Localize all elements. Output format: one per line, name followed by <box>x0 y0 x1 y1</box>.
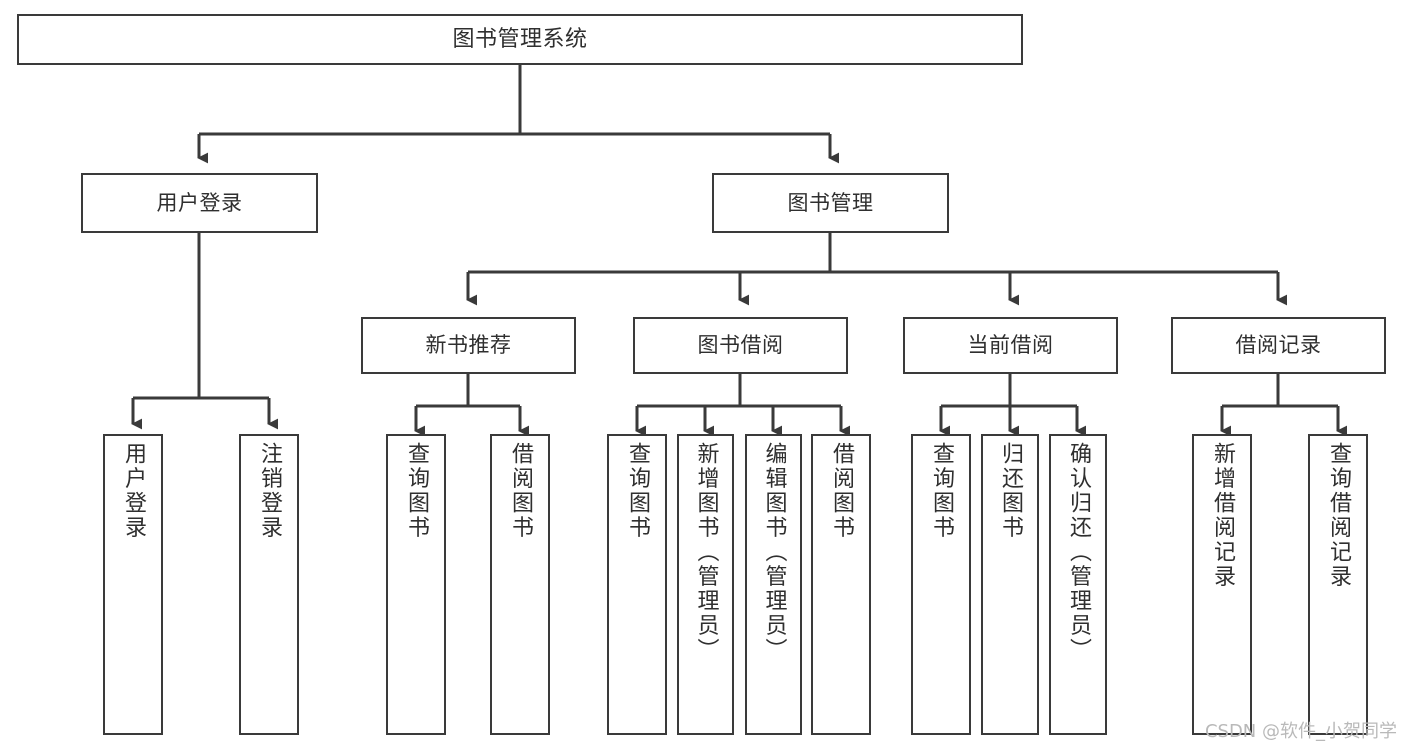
node-leaf-query-record-label: 查询借阅记录 <box>1325 442 1351 589</box>
node-borrow-record[interactable]: 借阅记录 <box>1171 317 1386 374</box>
node-leaf-borrow-book-2-label: 借阅图书 <box>828 442 854 540</box>
node-leaf-add-book-label: 新增图书（管理员） <box>693 442 719 663</box>
node-current-borrow-label: 当前借阅 <box>967 333 1054 358</box>
node-leaf-user-login-label: 用户登录 <box>120 442 146 540</box>
node-leaf-add-record-label: 新增借阅记录 <box>1209 442 1235 589</box>
node-new-book-recommend[interactable]: 新书推荐 <box>361 317 576 374</box>
node-root-label: 图书管理系统 <box>452 26 588 52</box>
node-leaf-query-book-2-label: 查询图书 <box>624 442 650 540</box>
node-leaf-add-record[interactable]: 新增借阅记录 <box>1192 434 1252 735</box>
node-leaf-confirm-return-label: 确认归还（管理员） <box>1065 442 1091 663</box>
node-root[interactable]: 图书管理系统 <box>17 14 1023 65</box>
node-leaf-query-record[interactable]: 查询借阅记录 <box>1308 434 1368 735</box>
node-book-manage-label: 图书管理 <box>787 190 874 215</box>
node-leaf-return-book-label: 归还图书 <box>997 442 1023 540</box>
node-leaf-user-login[interactable]: 用户登录 <box>103 434 163 735</box>
node-leaf-query-book-3[interactable]: 查询图书 <box>911 434 971 735</box>
node-leaf-query-book-3-label: 查询图书 <box>928 442 954 540</box>
node-leaf-edit-book-label: 编辑图书（管理员） <box>761 442 787 663</box>
node-leaf-borrow-book-1-label: 借阅图书 <box>507 442 533 540</box>
node-book-borrow[interactable]: 图书借阅 <box>633 317 848 374</box>
node-leaf-query-book-2[interactable]: 查询图书 <box>607 434 667 735</box>
node-leaf-confirm-return[interactable]: 确认归还（管理员） <box>1049 434 1107 735</box>
node-leaf-borrow-book-1[interactable]: 借阅图书 <box>490 434 550 735</box>
node-book-manage[interactable]: 图书管理 <box>712 173 949 233</box>
node-leaf-borrow-book-2[interactable]: 借阅图书 <box>811 434 871 735</box>
node-leaf-add-book[interactable]: 新增图书（管理员） <box>677 434 734 735</box>
node-user-login-label: 用户登录 <box>156 190 243 215</box>
node-leaf-query-book-1[interactable]: 查询图书 <box>386 434 446 735</box>
node-leaf-edit-book[interactable]: 编辑图书（管理员） <box>745 434 802 735</box>
node-current-borrow[interactable]: 当前借阅 <box>903 317 1118 374</box>
node-user-login[interactable]: 用户登录 <box>81 173 318 233</box>
node-leaf-query-book-1-label: 查询图书 <box>403 442 429 540</box>
node-book-borrow-label: 图书借阅 <box>697 333 784 358</box>
csdn-watermark: CSDN @软件_小贺同学 <box>1204 721 1397 742</box>
node-borrow-record-label: 借阅记录 <box>1235 333 1322 358</box>
node-leaf-return-book[interactable]: 归还图书 <box>981 434 1039 735</box>
node-new-book-recommend-label: 新书推荐 <box>425 333 512 358</box>
node-leaf-logout-label: 注销登录 <box>256 442 282 540</box>
node-leaf-logout[interactable]: 注销登录 <box>239 434 299 735</box>
